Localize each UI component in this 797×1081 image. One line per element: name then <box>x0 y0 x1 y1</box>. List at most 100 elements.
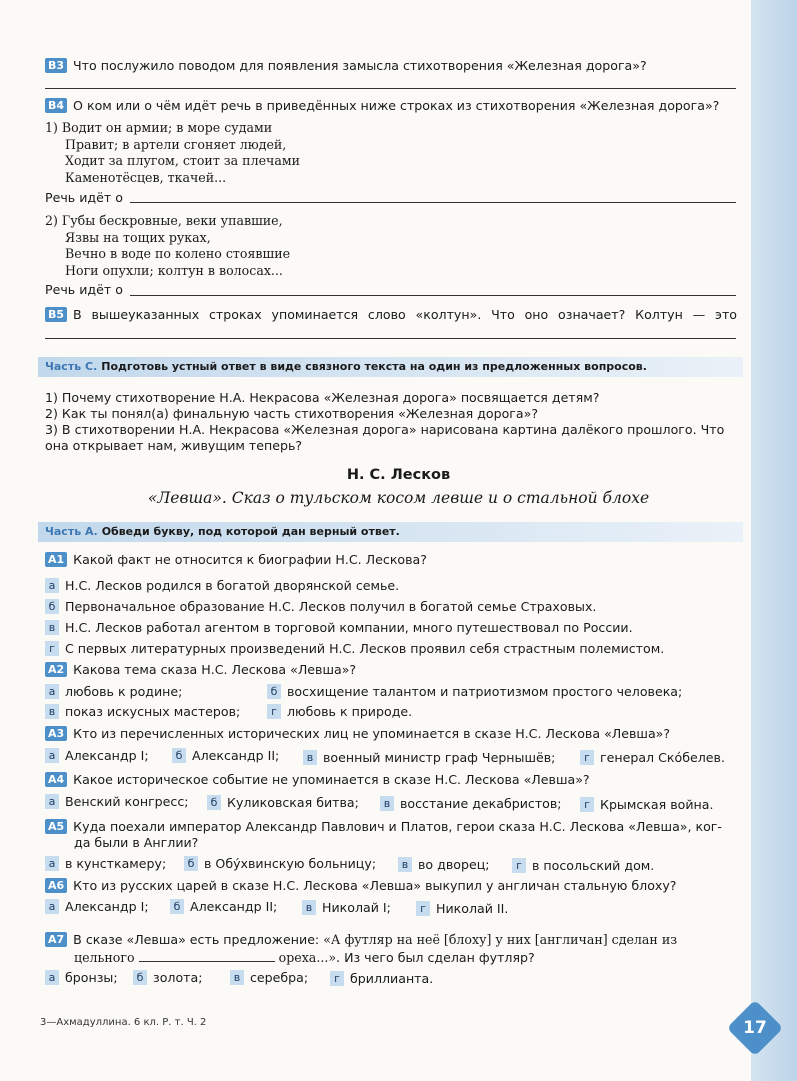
option-c[interactable]: в восстание декабристов; <box>380 796 562 811</box>
question-quote: цельного <box>74 950 135 965</box>
answer-line[interactable] <box>130 295 736 296</box>
option-text: Александр II; <box>190 899 278 914</box>
option-b[interactable]: б Первоначальное образование Н.С. Лесков … <box>45 599 596 614</box>
question-badge: А7 <box>45 932 68 947</box>
option-letter[interactable]: г <box>416 901 430 916</box>
option-text: серебра; <box>250 970 309 985</box>
question-c2: 2) Как ты понял(а) финальную часть стихо… <box>45 406 539 421</box>
option-letter[interactable]: в <box>45 620 59 635</box>
question-badge: В5 <box>45 307 68 322</box>
question-text: Что послужило поводом для появления замы… <box>73 58 647 73</box>
option-text: Куликовская битва; <box>227 795 359 810</box>
question-a5-cont: да были в Англии? <box>74 835 199 850</box>
option-b[interactable]: б Александр II; <box>170 899 277 914</box>
option-letter[interactable]: б <box>184 856 198 871</box>
option-letter[interactable]: в <box>230 970 244 985</box>
part-c-header: Часть С.Подготовь устный ответ в виде св… <box>38 357 743 377</box>
question-c1: 1) Почему стихотворение Н.А. Некрасова «… <box>45 390 600 405</box>
question-badge: А4 <box>45 772 68 787</box>
question-badge: А6 <box>45 878 68 893</box>
option-b[interactable]: б в Обýхвинскую больницу; <box>184 856 376 871</box>
question-text: Какое историческое событие не упоминаетс… <box>73 772 590 787</box>
page-number: 17 <box>743 1018 767 1038</box>
option-letter[interactable]: б <box>133 970 147 985</box>
option-letter[interactable]: г <box>580 750 594 765</box>
answer-label: Речь идёт о <box>45 282 123 297</box>
option-letter[interactable]: а <box>45 748 59 763</box>
option-c[interactable]: в Н.С. Лесков работал агентом в торговой … <box>45 620 633 635</box>
option-letter[interactable]: а <box>45 970 59 985</box>
option-letter[interactable]: б <box>172 748 186 763</box>
verse-1: 1) Водит он армии; в море судами Правит;… <box>45 120 300 186</box>
part-c-questions: 1) Почему стихотворение Н.А. Некрасова «… <box>45 390 745 454</box>
verse-line: 1) Водит он армии; в море судами <box>45 120 273 135</box>
option-letter[interactable]: в <box>398 857 412 872</box>
option-letter[interactable]: б <box>267 684 281 699</box>
answer-blank[interactable] <box>138 951 275 962</box>
option-text: в Обýхвинскую больницу; <box>204 856 377 871</box>
option-c[interactable]: в во дворец; <box>398 857 490 872</box>
option-letter[interactable]: г <box>45 641 59 656</box>
option-letter[interactable]: а <box>45 899 59 914</box>
question-quote: ореха...». <box>278 950 341 965</box>
option-letter[interactable]: г <box>330 971 344 986</box>
option-letter[interactable]: в <box>45 704 59 719</box>
option-letter[interactable]: б <box>207 795 221 810</box>
option-a[interactable]: а Александр I; <box>45 899 149 914</box>
question-c3: 3) В стихотворении Н.А. Некрасова «Желез… <box>45 422 725 437</box>
option-b[interactable]: б Куликовская битва; <box>207 795 359 810</box>
question-text: В вышеуказанных строках упоминается слов… <box>73 307 737 322</box>
option-text: Н.С. Лесков работал агентом в торговой к… <box>65 620 633 635</box>
answer-line[interactable] <box>45 338 736 339</box>
option-c[interactable]: в серебра; <box>230 970 308 985</box>
option-letter[interactable]: г <box>267 704 281 719</box>
answer-line[interactable] <box>130 202 736 203</box>
option-text: Александр I; <box>65 899 149 914</box>
option-a[interactable]: а любовь к родине; <box>45 684 182 699</box>
option-letter[interactable]: а <box>45 684 59 699</box>
option-letter[interactable]: б <box>170 899 184 914</box>
option-letter[interactable]: а <box>45 578 59 593</box>
option-letter[interactable]: а <box>45 794 59 809</box>
option-letter[interactable]: г <box>580 797 594 812</box>
option-text: во дворец; <box>418 857 490 872</box>
option-letter[interactable]: в <box>380 796 394 811</box>
option-letter[interactable]: г <box>512 858 526 873</box>
option-letter[interactable]: а <box>45 856 59 871</box>
option-letter[interactable]: б <box>45 599 59 614</box>
question-text: В сказе «Левша» есть предложение: <box>73 932 320 947</box>
page-number-badge: 17 <box>726 999 784 1057</box>
option-text: Первоначальное образование Н.С. Лесков п… <box>65 599 597 614</box>
option-letter[interactable]: в <box>302 900 316 915</box>
option-text: любовь к родине; <box>65 684 183 699</box>
verse-line: 2) Губы бескровные, веки упавшие, <box>45 213 283 228</box>
option-text: восстание декабристов; <box>400 796 562 811</box>
answer-line[interactable] <box>45 88 736 89</box>
question-badge: В3 <box>45 58 68 73</box>
question-c3-cont: она открывает нам, живущим теперь? <box>45 438 303 453</box>
option-letter[interactable]: в <box>303 750 317 765</box>
question-text: Из чего был сделан футляр? <box>344 950 535 965</box>
author-heading: Н. С. Лесков <box>346 467 451 483</box>
